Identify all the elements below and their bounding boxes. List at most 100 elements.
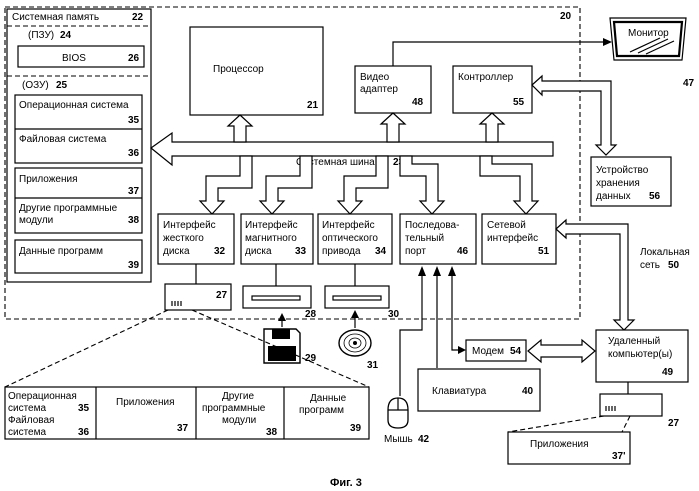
cd-number: 31 — [367, 360, 379, 371]
other-modules-line1: Другие программные — [19, 203, 118, 214]
rom-number: 24 — [60, 30, 72, 41]
serial-line1: Последова- — [405, 220, 459, 231]
program-data-label: Данные программ — [19, 246, 103, 257]
serial-line3: порт — [405, 246, 426, 257]
program-data-number: 39 — [128, 260, 140, 271]
table-modules-line2: программные — [202, 403, 266, 414]
floppy-drive-slot — [252, 296, 300, 300]
cd-insert-arrowhead — [351, 310, 359, 318]
hdd-if-line1: Интерфейс — [163, 219, 216, 231]
remote-line2: компьютер(ы) — [608, 349, 672, 360]
video-bus-arrow — [381, 113, 405, 142]
table-apps-number: 37 — [177, 423, 189, 434]
video-monitor-arrowhead — [603, 38, 612, 46]
hdd-if-line2: жесткого — [163, 233, 204, 244]
network-if-line1: Сетевой — [487, 220, 526, 231]
table-data-line1: Данные — [310, 393, 347, 404]
os-number: 35 — [128, 115, 140, 126]
table-modules-line3: модули — [222, 415, 256, 426]
ram-number: 25 — [56, 80, 68, 91]
remote-number: 49 — [662, 367, 674, 378]
serial-number: 46 — [457, 246, 469, 257]
storage-number: 56 — [649, 191, 661, 202]
network-if-bus-arrow — [480, 156, 538, 214]
system-memory-label: Системная память — [12, 12, 99, 23]
remote-hdd-number: 27 — [668, 418, 680, 429]
fs-label: Файловая система — [19, 134, 107, 145]
video-adapter-line1: Видео — [360, 72, 390, 83]
table-os-line1: Операционная — [8, 391, 77, 402]
ram-label: (ОЗУ) — [22, 80, 49, 91]
cd-hole — [353, 341, 357, 345]
keyboard-number: 40 — [522, 386, 534, 397]
table-apps-label: Приложения — [116, 397, 175, 408]
table-os-line2: система — [8, 403, 46, 414]
system-number: 20 — [560, 11, 572, 22]
mouse-label: Мышь — [384, 434, 413, 445]
floppy-disk-number: 29 — [305, 353, 317, 364]
keyboard-label: Клавиатура — [432, 386, 487, 397]
apps-label: Приложения — [19, 174, 78, 185]
table-data-line2: программ — [299, 405, 344, 416]
figure-caption: Фиг. 3 — [330, 477, 362, 489]
optical-drive-number: 30 — [388, 309, 400, 320]
floppy-shutter — [272, 329, 290, 339]
odd-if-line3: привода — [322, 246, 361, 257]
modem-line — [452, 274, 460, 350]
floppy-drive-number: 28 — [305, 309, 317, 320]
storage-line3: данных — [596, 191, 631, 202]
odd-if-line2: оптического — [322, 233, 378, 244]
video-monitor-line — [393, 42, 606, 66]
floppy-insert-arrowhead — [278, 313, 286, 321]
modem-arrowhead-up — [448, 266, 456, 276]
storage-line1: Устройство — [596, 165, 649, 176]
hdd-if-bus-arrow — [200, 156, 252, 214]
lan-arrow — [556, 220, 634, 330]
hdd-callout-left — [5, 310, 168, 387]
network-if-line2: интерфейс — [487, 232, 538, 244]
other-modules-number: 38 — [128, 215, 140, 226]
keyboard-arrowhead — [433, 266, 441, 276]
system-memory-number: 22 — [132, 12, 144, 23]
fdd-if-line3: диска — [245, 246, 272, 257]
remote-apps-number: 37' — [612, 451, 626, 462]
modem-label: Модем — [472, 346, 504, 357]
remote-callout-right — [622, 416, 630, 432]
table-fs-number: 36 — [78, 427, 90, 438]
video-adapter-number: 48 — [412, 97, 424, 108]
remote-apps-label: Приложения — [530, 439, 589, 450]
storage-line2: хранения — [596, 178, 640, 189]
odd-if-line1: Интерфейс — [322, 219, 375, 231]
table-fs-line2: система — [8, 427, 46, 438]
modem-arrowhead-right — [458, 346, 466, 354]
processor-label: Процессор — [213, 64, 264, 75]
mouse-arrowhead — [418, 266, 426, 276]
os-label: Операционная система — [19, 100, 129, 111]
lan-line2: сеть — [640, 260, 660, 271]
modem-remote-arrow — [528, 340, 595, 362]
lan-line1: Локальная — [640, 247, 690, 258]
remote-callout-left — [508, 416, 604, 432]
processor-number: 21 — [307, 100, 319, 111]
fdd-if-line2: магнитного — [245, 233, 297, 244]
hdd-if-number: 32 — [214, 246, 226, 257]
fs-number: 36 — [128, 148, 140, 159]
serial-line2: тельный — [405, 233, 444, 244]
processor-bus-arrow — [228, 115, 252, 142]
hdd-number: 27 — [216, 290, 228, 301]
bios-number: 26 — [128, 53, 140, 64]
table-modules-number: 38 — [266, 427, 278, 438]
table-modules-line1: Другие — [222, 391, 254, 402]
monitor-label: Монитор — [628, 28, 669, 39]
controller-bus-arrow — [480, 113, 504, 142]
mouse-number: 42 — [418, 434, 430, 445]
controller-number: 55 — [513, 97, 525, 108]
rom-label: (ПЗУ) — [28, 30, 54, 41]
fdd-if-bus-arrow — [260, 156, 312, 214]
optical-drive-slot — [333, 296, 381, 300]
monitor-number: 47 — [683, 78, 695, 89]
table-fs-line1: Файловая — [8, 415, 54, 426]
modem-number: 54 — [510, 346, 522, 357]
apps-number: 37 — [128, 186, 140, 197]
